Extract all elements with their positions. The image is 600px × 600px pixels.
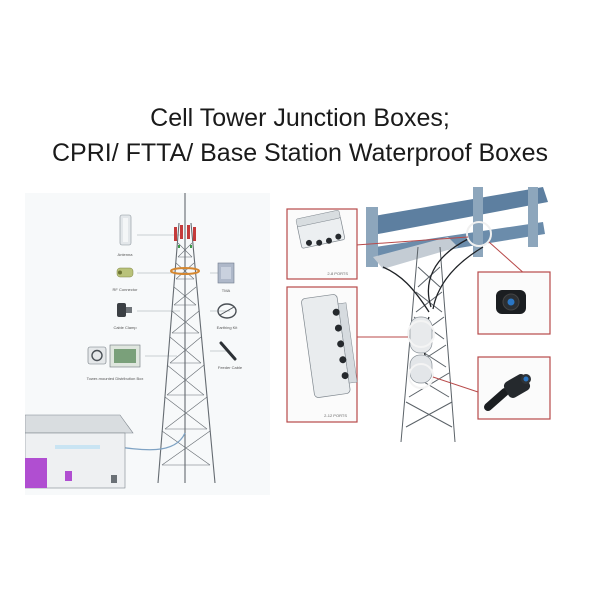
cell-tower-components-diagram: Antenna RF Connector TMA Cable Clamp Ear… — [25, 193, 270, 495]
connector-callout-upper — [477, 271, 551, 335]
junction-box-callout-diagram: 2-8 PORTS 2-12 PORTS — [283, 187, 553, 445]
antenna-array — [174, 225, 196, 241]
label-rf-connector: RF Connector — [113, 287, 139, 292]
lattice-tower — [157, 193, 216, 484]
title-line-2: CPRI/ FTTA/ Base Station Waterproof Boxe… — [51, 139, 548, 167]
label-feeder-cable: Feeder Cable — [218, 365, 243, 370]
label-tma: TMA — [222, 288, 231, 293]
cable-connector-icon — [484, 374, 531, 411]
label-antenna: Antenna — [118, 252, 134, 257]
cable-clamp-icon — [117, 303, 132, 317]
mounting-ring — [170, 267, 200, 275]
distribution-box-icon — [87, 344, 141, 368]
base-station-shelter — [25, 414, 134, 489]
label-cable-clamp: Cable Clamp — [113, 325, 137, 330]
label-earthing-kit: Earthing Kit — [217, 325, 239, 330]
connector-callout-lower — [477, 356, 551, 420]
mounted-junction-box-lower — [409, 354, 433, 384]
label-distribution-box: Tower-mounted Distribution Box — [87, 376, 144, 381]
label-small-box-ports: 2-8 PORTS — [327, 271, 348, 276]
rf-connector-icon — [116, 267, 134, 278]
antenna-icon — [119, 214, 132, 246]
mounted-junction-box-upper — [409, 316, 433, 354]
feeder-cable-icon — [219, 341, 237, 361]
title-line-1: Cell Tower Junction Boxes; — [150, 104, 450, 132]
junction-box-small-callout: 2-8 PORTS — [286, 208, 358, 280]
fiber-connector-icon — [496, 290, 526, 314]
junction-box-large-callout: 2-12 PORTS — [286, 286, 358, 423]
label-large-box-ports: 2-12 PORTS — [324, 413, 347, 418]
earthing-kit-icon — [217, 303, 237, 319]
tma-icon — [217, 262, 235, 284]
